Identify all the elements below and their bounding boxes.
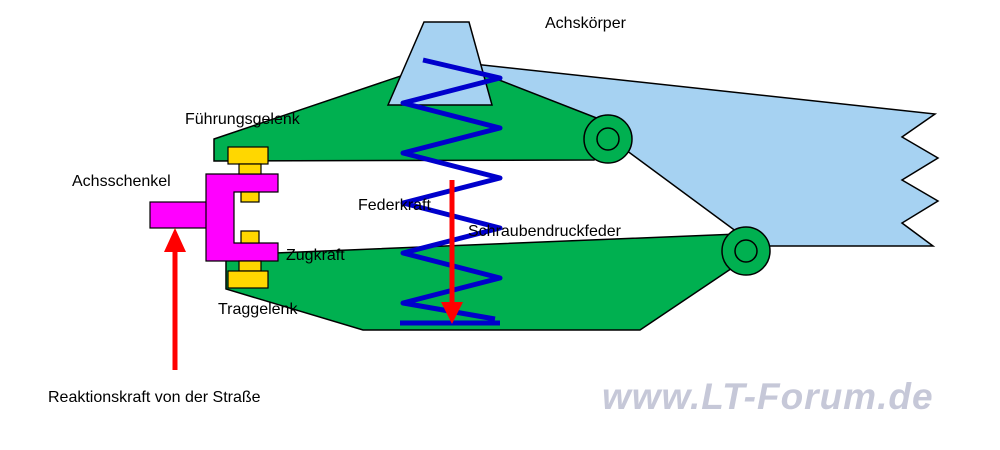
lower-arm-bushing-inner [734, 239, 758, 263]
lower-joint-housing [227, 270, 269, 289]
label-reaktionskraft: Reaktionskraft von der Straße [48, 389, 261, 406]
label-zugkraft: Zugkraft [286, 247, 345, 264]
reaction-force-arrowhead [164, 228, 186, 252]
upper-joint-stud [240, 191, 260, 203]
lower-joint-stud [240, 230, 260, 244]
knuckle-spindle [149, 201, 209, 229]
upper-arm-bushing-inner [596, 127, 620, 151]
upper-joint-neck [238, 163, 262, 175]
knuckle-carrier [205, 173, 279, 262]
lower-joint-neck [238, 260, 262, 272]
label-achsschenkel: Achsschenkel [72, 173, 171, 190]
spring-force-arrowhead [441, 302, 463, 324]
upper-joint-housing [227, 146, 269, 165]
label-traggelenk: Traggelenk [218, 301, 298, 318]
watermark-text: www.LT-Forum.de [602, 376, 934, 417]
label-federkraft: Federkraft [358, 197, 431, 214]
label-schraubendruckfeder: Schraubendruckfeder [468, 223, 622, 240]
label-fuehrungsgelenk: Führungsgelenk [185, 111, 301, 128]
label-achskoerper: Achskörper [545, 15, 627, 32]
